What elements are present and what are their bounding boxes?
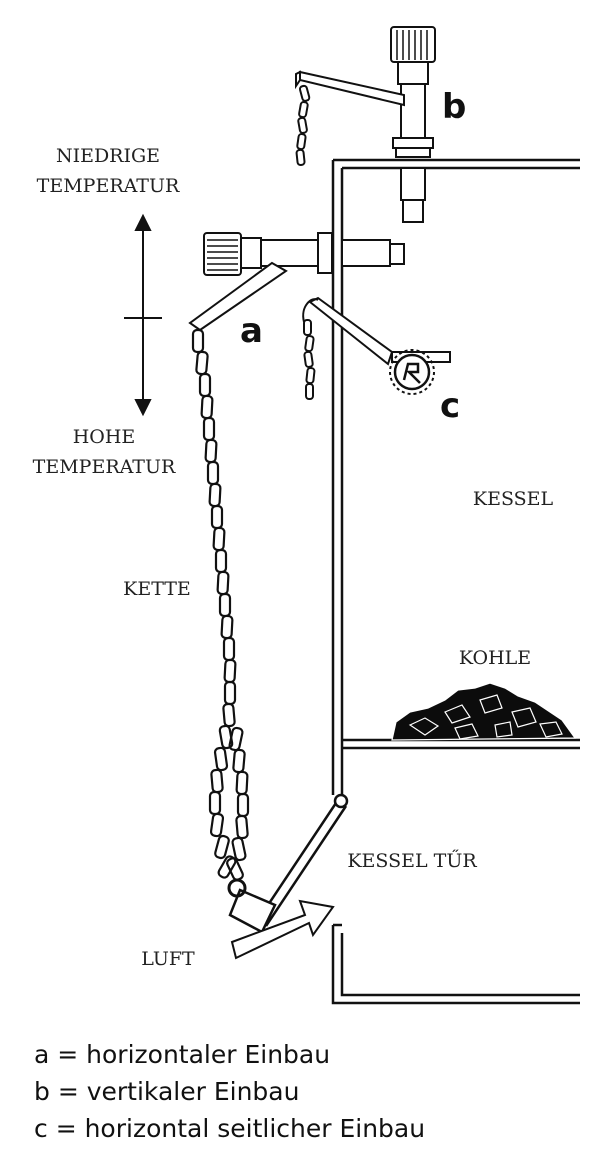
temperature-range-arrow xyxy=(124,213,162,417)
low-temp-label-line2: TEMPERATUR xyxy=(37,175,180,197)
legend-item-a: a = horizontaler Einbau xyxy=(34,1040,331,1069)
legend-item-c: c = horizontal seitlicher Einbau xyxy=(34,1114,426,1143)
boiler-door-label: KESSEL TŰR xyxy=(347,849,477,872)
legend-item-b: b = vertikaler Einbau xyxy=(34,1077,300,1106)
high-temp-label-line2: TEMPERATUR xyxy=(33,456,176,478)
chain-label: KETTE xyxy=(123,578,191,600)
chain-long xyxy=(191,328,250,898)
boiler-label: KESSEL xyxy=(473,488,554,510)
regulator-horizontal-a xyxy=(188,232,405,332)
regulator-vertical-b xyxy=(295,26,436,223)
mount-letter-a: a xyxy=(240,311,263,351)
low-temp-label-line1: NIEDRIGE xyxy=(56,145,160,167)
regulator-side-c xyxy=(308,296,451,395)
mount-letter-c: c xyxy=(440,386,460,426)
air-label: LUFT xyxy=(141,948,195,970)
coal-label: KOHLE xyxy=(459,647,531,669)
coal-pile xyxy=(391,682,577,741)
air-arrow xyxy=(230,899,335,960)
chain-short-b xyxy=(295,84,311,166)
mount-letter-b: b xyxy=(442,87,466,127)
high-temp-label-line1: HOHE xyxy=(73,426,136,448)
chain-short-c xyxy=(302,298,319,400)
boiler-door xyxy=(228,793,349,934)
boiler-wall xyxy=(331,158,580,1005)
